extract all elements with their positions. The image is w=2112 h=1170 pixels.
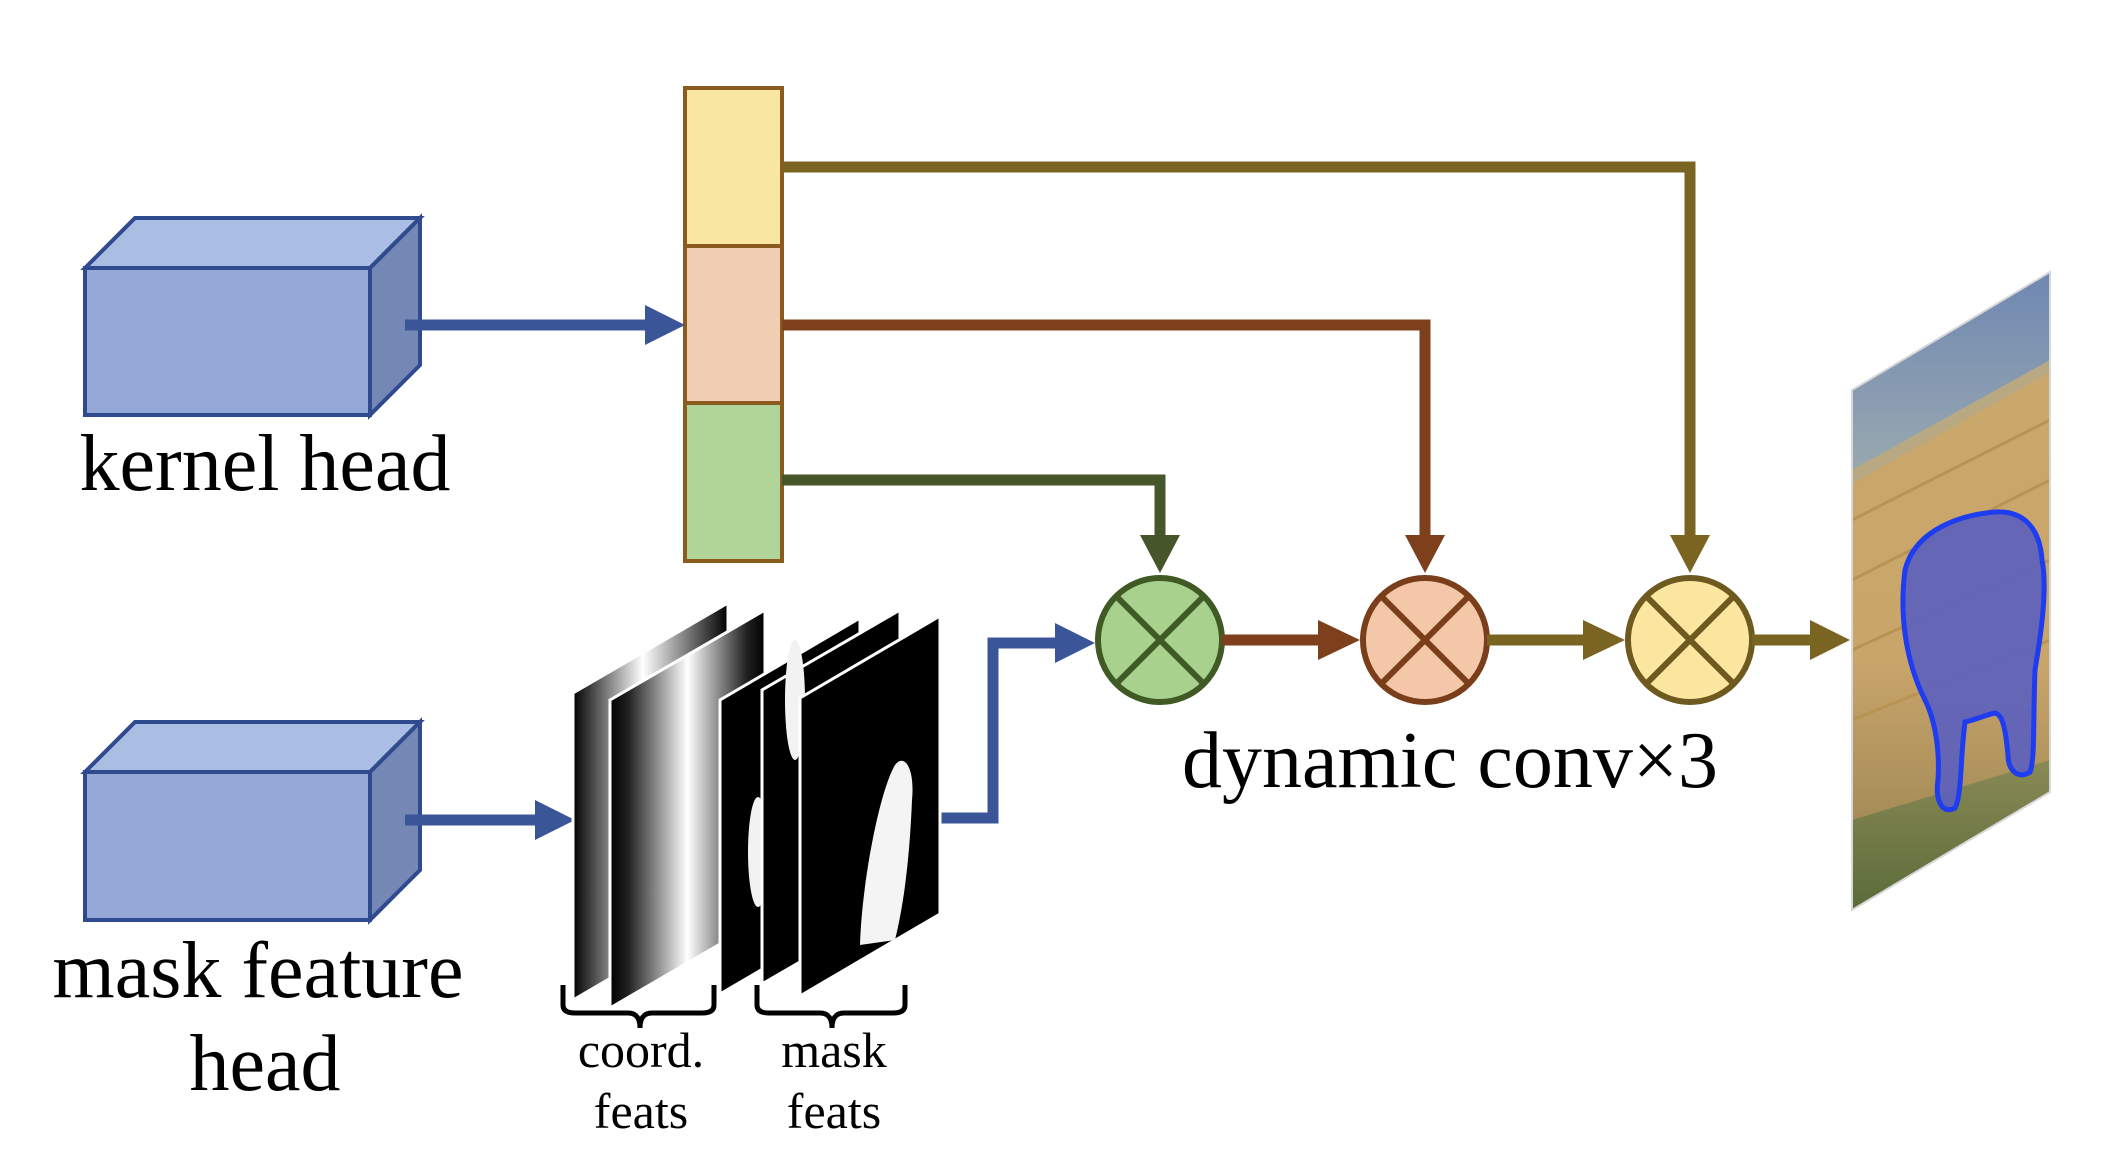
kernel-vector bbox=[683, 86, 784, 563]
mask-feature-head-label-line2: head bbox=[189, 1020, 340, 1108]
kernel-head-label: kernel head bbox=[80, 420, 451, 508]
mask-feature-head-label-line1: mask feature bbox=[53, 927, 464, 1015]
mask-feature-head-box-top bbox=[80, 720, 425, 774]
dynamic-conv-3 bbox=[1625, 575, 1755, 705]
kernel-vector-yellow bbox=[683, 86, 784, 248]
kernel-head-box bbox=[80, 213, 425, 420]
kernel-head-arrow bbox=[405, 305, 685, 345]
mask-feats-brace bbox=[754, 985, 908, 1029]
dynamic-conv-label: dynamic conv×3 bbox=[1182, 717, 1718, 805]
coord-feats-label-line1: coord. bbox=[578, 1022, 704, 1078]
mask-feature-head-box-front bbox=[83, 770, 372, 922]
segmentation-output-image bbox=[1852, 272, 2050, 910]
mask-feats-label-line2: feats bbox=[787, 1083, 881, 1139]
mask-feature-head-arrow bbox=[405, 800, 575, 840]
segmented-animal-mask bbox=[1900, 509, 2047, 813]
mask-feats-stack bbox=[718, 607, 942, 999]
dynamic-conv-1 bbox=[1095, 575, 1225, 705]
mask-feats-label-line1: mask bbox=[781, 1022, 887, 1078]
kernel-path-peach bbox=[782, 319, 1445, 573]
conv3-to-output-arrow bbox=[1752, 620, 1850, 660]
coord-feats-label-line2: feats bbox=[594, 1083, 688, 1139]
conv2-to-conv3-arrow bbox=[1487, 620, 1625, 660]
mask-feature-head-box bbox=[80, 717, 425, 925]
dynamic-conv-2 bbox=[1360, 575, 1490, 705]
segmentation-output-frame bbox=[1851, 270, 2051, 912]
mask-feat-map-3 bbox=[798, 613, 942, 999]
kernel-head-box-top bbox=[80, 216, 425, 270]
kernel-vector-peach bbox=[683, 244, 784, 405]
kernel-vector-green bbox=[683, 401, 784, 563]
kernel-path-yellow bbox=[782, 161, 1710, 573]
kernel-head-box-front bbox=[83, 266, 372, 417]
conv1-to-conv2-arrow bbox=[1222, 620, 1360, 660]
coord-feats-brace bbox=[560, 985, 717, 1029]
kernel-path-green bbox=[782, 474, 1180, 573]
